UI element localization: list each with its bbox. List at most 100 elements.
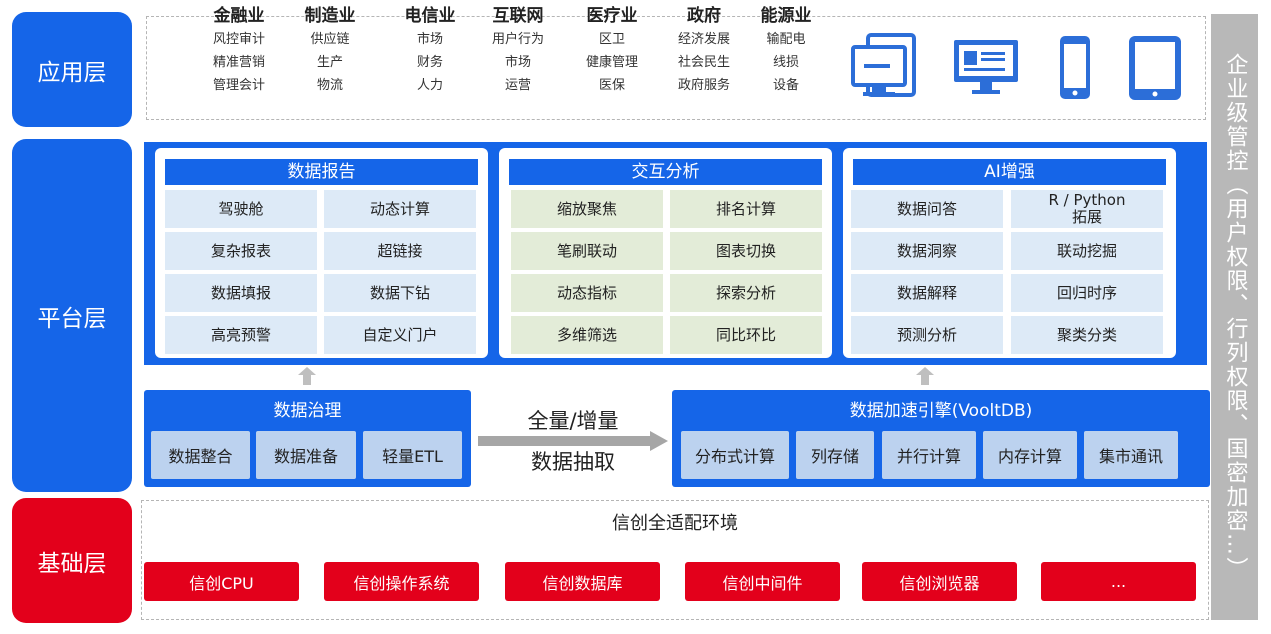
industry-item: 医保 (598, 78, 625, 93)
industry-item: 线损 (772, 55, 799, 70)
industry-government: 政府 经济发展 社会民生 政府服务 (663, 4, 745, 97)
engine-item: 列存储 (796, 431, 874, 479)
panel-title: 数据报告 (165, 159, 478, 185)
engine-item: 内存计算 (983, 431, 1077, 479)
industry-item: 政府服务 (677, 78, 730, 93)
arrow-right-icon (478, 431, 668, 451)
industry-item: 市场 (504, 55, 531, 70)
governance-item: 数据准备 (256, 431, 356, 479)
enterprise-control-bar: 企业级管控（用户权限、行列权限、国密加密…） (1211, 14, 1258, 620)
industry-healthcare: 医疗业 区卫 健康管理 医保 (571, 4, 653, 97)
data-governance-box: 数据治理 数据整合 数据准备 轻量ETL (144, 390, 471, 487)
industry-item: 健康管理 (585, 55, 638, 70)
industry-item: 精准营销 (212, 55, 265, 70)
feature-cell: R / Python 拓展 (1011, 190, 1163, 228)
industry-item: 社会民生 (677, 55, 730, 70)
base-item: 信创CPU (144, 562, 299, 601)
data-engine-box: 数据加速引擎(VooltDB) 分布式计算 列存储 并行计算 内存计算 集市通讯 (672, 390, 1210, 487)
industry-manufacturing: 制造业 供应链 生产 物流 (289, 4, 371, 97)
feature-cell: 笔刷联动 (511, 232, 663, 270)
governance-title: 数据治理 (273, 401, 342, 421)
industry-energy: 能源业 输配电 线损 设备 (745, 4, 827, 97)
industry-item: 风控审计 (212, 32, 265, 47)
feature-cell: 复杂报表 (165, 232, 317, 270)
feature-cell: 高亮预警 (165, 316, 317, 354)
industry-item: 财务 (416, 55, 443, 70)
base-layer-box (141, 500, 1209, 620)
industry-item: 物流 (316, 78, 343, 93)
extraction-label-bottom: 数据抽取 (531, 450, 615, 474)
panel-title: 交互分析 (509, 159, 822, 185)
feature-cell: 图表切换 (670, 232, 822, 270)
industry-name: 能源业 (760, 6, 812, 26)
industry-item: 生产 (316, 55, 343, 70)
feature-cell: 探索分析 (670, 274, 822, 312)
industry-name: 电信业 (404, 6, 456, 26)
application-layer-box (146, 16, 1206, 120)
panel-interactive-analysis: 交互分析 缩放聚焦 排名计算 笔刷联动 图表切换 动态指标 探索分析 多维筛选 … (499, 148, 832, 358)
base-layer-text: 基础层 (37, 550, 107, 577)
tablet-icon (1129, 36, 1181, 100)
industry-item: 区卫 (598, 32, 625, 47)
industry-finance: 金融业 风控审计 精准营销 管理会计 (198, 4, 280, 97)
engine-item: 分布式计算 (681, 431, 789, 479)
base-item: 信创操作系统 (324, 562, 479, 601)
feature-cell: 数据下钻 (324, 274, 476, 312)
app-layer-label: 应用层 (12, 12, 132, 127)
industry-name: 医疗业 (586, 6, 638, 26)
feature-cell: 同比环比 (670, 316, 822, 354)
industry-name: 制造业 (304, 6, 356, 26)
industry-name: 金融业 (213, 6, 265, 26)
arrow-up-icon (916, 367, 934, 385)
feature-cell: 数据填报 (165, 274, 317, 312)
industry-item: 用户行为 (491, 32, 544, 47)
desktop-icon (851, 33, 916, 97)
feature-cell: 动态指标 (511, 274, 663, 312)
feature-cell: 聚类分类 (1011, 316, 1163, 354)
feature-cell: 数据问答 (851, 190, 1003, 228)
feature-cell: 回归时序 (1011, 274, 1163, 312)
feature-cell: 缩放聚焦 (511, 190, 663, 228)
feature-cell: 多维筛选 (511, 316, 663, 354)
enterprise-control-text: 企业级管控（用户权限、行列权限、国密加密…） (1222, 53, 1248, 581)
industry-item: 经济发展 (677, 32, 730, 47)
base-item: 信创浏览器 (862, 562, 1017, 601)
base-item: 信创中间件 (685, 562, 840, 601)
panel-ai-enhancement: AI增强 数据问答 R / Python 拓展 数据洞察 联动挖掘 数据解释 回… (843, 148, 1176, 358)
industry-item: 人力 (416, 78, 443, 93)
app-layer-text: 应用层 (37, 59, 107, 86)
industry-internet: 互联网 用户行为 市场 运营 (477, 4, 559, 97)
feature-cell: 超链接 (324, 232, 476, 270)
panel-title: AI增强 (853, 159, 1166, 185)
engine-item: 并行计算 (882, 431, 976, 479)
industry-item: 设备 (772, 78, 799, 93)
industry-item: 供应链 (310, 32, 350, 47)
monitor-icon (954, 40, 1018, 94)
feature-cell: 预测分析 (851, 316, 1003, 354)
industry-item: 运营 (504, 78, 531, 93)
platform-layer-label: 平台层 (12, 139, 132, 492)
feature-cell: 驾驶舱 (165, 190, 317, 228)
industry-name: 政府 (687, 6, 721, 26)
base-item: ... (1041, 562, 1196, 601)
platform-layer-text: 平台层 (37, 305, 107, 332)
engine-title: 数据加速引擎(VooltDB) (849, 401, 1033, 421)
feature-cell: 数据解释 (851, 274, 1003, 312)
feature-cell: 动态计算 (324, 190, 476, 228)
feature-cell: 排名计算 (670, 190, 822, 228)
industry-telecom: 电信业 市场 财务 人力 (389, 4, 471, 97)
governance-item: 轻量ETL (363, 431, 462, 479)
phone-icon (1060, 36, 1090, 99)
engine-item: 集市通讯 (1084, 431, 1178, 479)
governance-item: 数据整合 (151, 431, 250, 479)
panel-data-report: 数据报告 驾驶舱 动态计算 复杂报表 超链接 数据填报 数据下钻 高亮预警 自定… (155, 148, 488, 358)
arrow-up-icon (298, 367, 316, 385)
industry-item: 输配电 (766, 32, 806, 47)
feature-cell: 联动挖掘 (1011, 232, 1163, 270)
extraction-label-top: 全量/增量 (527, 409, 619, 433)
feature-cell: 数据洞察 (851, 232, 1003, 270)
base-layer-label: 基础层 (12, 498, 132, 623)
base-title: 信创全适配环境 (612, 513, 738, 534)
industry-name: 互联网 (492, 6, 544, 26)
feature-cell: 自定义门户 (324, 316, 476, 354)
